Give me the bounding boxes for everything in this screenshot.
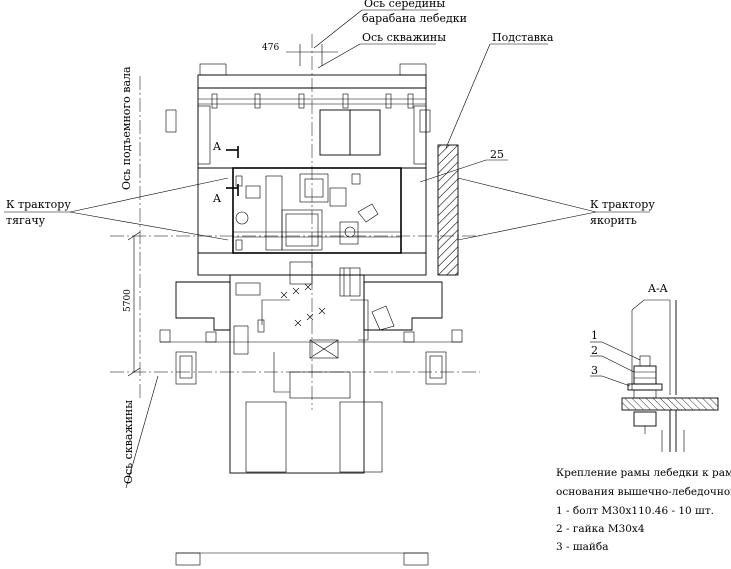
brake-wheel (235, 211, 249, 225)
callout-2: 2 (591, 344, 598, 357)
label-drum-axis-1: Ось середины (364, 0, 445, 10)
note-line-2: основания вышечно-лебедочного блока: (556, 486, 731, 498)
plan-view (4, 9, 650, 566)
tow-line-right (457, 177, 597, 241)
label-dim-5700: 5700 (123, 289, 133, 312)
callout-3: 3 (591, 364, 598, 377)
label-section-a-top: A (212, 140, 222, 153)
substructure-center (229, 274, 365, 474)
side-bracket-right (419, 109, 431, 133)
tow-line-left (69, 177, 229, 241)
anchor-marks (280, 283, 326, 327)
note-line-3: 1 - болт М30х110.46 - 10 шт. (556, 505, 714, 517)
label-to-tractor-right-2: якорить (590, 214, 637, 227)
outrigger-right (363, 281, 443, 331)
drum-flange-left (265, 175, 283, 251)
label-support: Подставка (492, 31, 554, 44)
section-title: A-A (647, 282, 669, 295)
hose-fitting (371, 305, 395, 331)
plan-labels: Ось середины барабана лебедки 476 Ось ск… (6, 0, 655, 484)
piping-block (289, 371, 351, 399)
label-item-25: 25 (490, 148, 504, 161)
label-well-axis-top: Ось скважины (362, 31, 446, 44)
gearbox (299, 173, 329, 203)
notes-block: Крепление рамы лебедки к раме поз. 25 ос… (556, 467, 731, 553)
section-nut (633, 365, 657, 385)
callout-1: 1 (591, 329, 598, 342)
label-section-a-bottom: A (212, 192, 222, 205)
lever (357, 203, 379, 223)
note-line-4: 2 - гайка М30х4 (556, 523, 645, 535)
top-frame-lug-right (399, 63, 427, 76)
outrigger-left (175, 281, 231, 331)
label-to-tractor-right-1: К трактору (590, 198, 655, 211)
pad-foot-left (175, 351, 197, 385)
label-to-tractor-left-1: К трактору (6, 198, 71, 211)
label-lift-shaft-axis: Ось подъемного вала (120, 66, 133, 190)
label-to-tractor-left-2: тягачу (6, 214, 46, 227)
bracket-row (211, 93, 414, 109)
side-bracket-left (165, 109, 177, 133)
note-line-5: 3 - шайба (556, 541, 609, 553)
label-dim-476: 476 (262, 43, 279, 53)
section-bolt-head (639, 355, 651, 367)
label-well-axis-bottom: Ось скважины (122, 400, 135, 484)
label-drum-axis-2: барабана лебедки (362, 12, 467, 25)
top-frame-lug-left (199, 63, 227, 76)
note-line-1: Крепление рамы лебедки к раме поз. 25 (556, 467, 731, 479)
support-block (437, 144, 459, 276)
section-a-a: A-A 1 2 3 (590, 282, 719, 452)
pad-foot-right (425, 351, 447, 385)
winch-drum (281, 209, 323, 251)
section-washer (627, 383, 663, 391)
